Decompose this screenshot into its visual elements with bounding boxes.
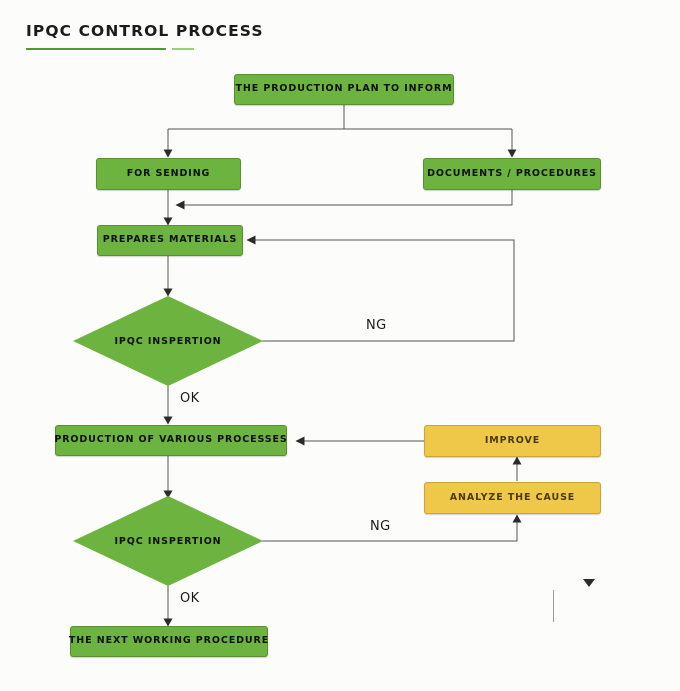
node-ipqc-inspection-1-label: IPQC INSPERTION <box>114 335 222 347</box>
page-title: IPQC CONTROL PROCESS <box>26 22 264 40</box>
node-analyze-the-cause[interactable]: ANALYZE THE CAUSE <box>424 482 601 514</box>
edge-label-ng-bottom: NG <box>370 519 391 534</box>
node-ipqc-inspection-2[interactable]: IPQC INSPERTION <box>73 496 263 586</box>
caret-down-icon <box>583 579 595 587</box>
node-production-processes[interactable]: PRODUCTION OF VARIOUS PROCESSES <box>54 425 288 456</box>
node-production-processes-label: PRODUCTION OF VARIOUS PROCESSES <box>54 434 288 446</box>
node-ipqc-inspection-2-label: IPQC INSPERTION <box>114 535 222 547</box>
node-production-plan[interactable]: THE PRODUCTION PLAN TO INFORM <box>234 74 454 105</box>
node-for-sending-label: FOR SENDING <box>126 167 211 179</box>
edge-label-ng-top: NG <box>366 318 387 333</box>
node-improve[interactable]: IMPROVE <box>424 425 601 457</box>
node-for-sending[interactable]: FOR SENDING <box>96 158 241 190</box>
vertical-tick-mark <box>553 590 554 622</box>
node-next-working-procedure[interactable]: THE NEXT WORKING PROCEDURE <box>68 626 270 657</box>
node-improve-label: IMPROVE <box>484 434 541 446</box>
node-documents-procedures-label: DOCUMENTS / PROCEDURES <box>427 167 597 179</box>
node-prepares-materials[interactable]: PREPARES MATERIALS <box>97 225 243 256</box>
edge-label-ok-bottom: OK <box>180 591 200 606</box>
node-prepares-materials-label: PREPARES MATERIALS <box>102 234 238 246</box>
node-analyze-the-cause-label: ANALYZE THE CAUSE <box>449 491 576 503</box>
node-next-working-procedure-label: THE NEXT WORKING PROCEDURE <box>68 635 270 647</box>
node-ipqc-inspection-1[interactable]: IPQC INSPERTION <box>73 296 263 386</box>
node-production-plan-label: THE PRODUCTION PLAN TO INFORM <box>235 83 453 95</box>
title-underline-light <box>172 48 194 50</box>
edge-label-ok-top: OK <box>180 391 200 406</box>
title-underline-dark <box>26 48 166 50</box>
node-documents-procedures[interactable]: DOCUMENTS / PROCEDURES <box>423 158 601 190</box>
